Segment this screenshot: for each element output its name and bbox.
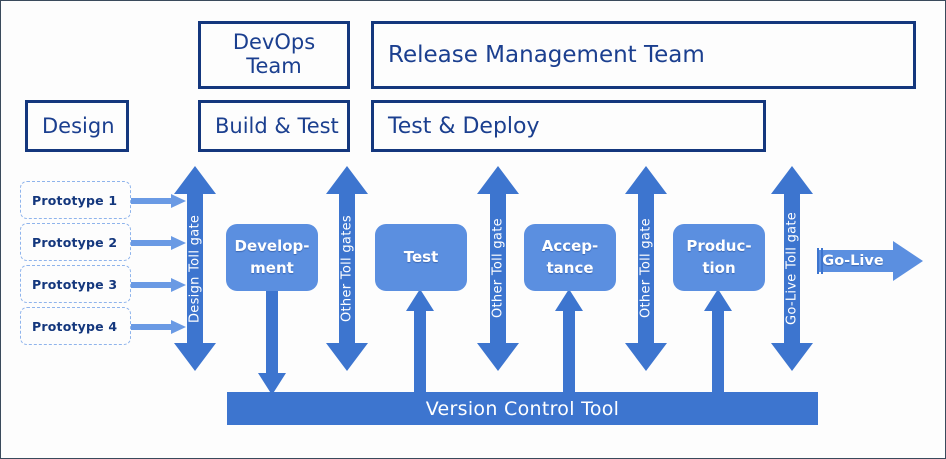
prototype-1-label: Prototype 1 (32, 192, 118, 208)
prototype-4-chip[interactable]: Prototype 4 (20, 307, 131, 345)
prototype-3-chip[interactable]: Prototype 3 (20, 265, 131, 303)
prototype-3-label: Prototype 3 (32, 276, 118, 292)
vcs-to-test-connector (406, 289, 434, 397)
stage-acceptance-label-line2: tance (546, 258, 594, 277)
feed-arrow-prototype-1 (131, 193, 186, 208)
build-and-test-phase-box: Build & Test (198, 100, 350, 152)
design-toll-gate-arrow: Design Toll gate (174, 166, 216, 371)
go-live-toll-gate-arrow: Go-Live Toll gate (771, 166, 813, 371)
design-phase-box: Design (25, 100, 129, 152)
go-live-arrow[interactable]: Go-Live (817, 241, 923, 281)
feed-arrow-prototype-3 (131, 277, 186, 292)
version-control-tool-label: Version Control Tool (425, 397, 620, 420)
prototype-4-label: Prototype 4 (32, 318, 118, 334)
other-toll-gates-arrow: Other Toll gates (326, 166, 368, 371)
other-toll-gate-2-arrow: Other Toll gate (477, 166, 519, 371)
devops-team-box: DevOps Team (198, 21, 350, 89)
other-toll-gate-3-arrow: Other Toll gate (625, 166, 667, 371)
stage-test-label-line1: Test (403, 247, 439, 266)
stage-acceptance-box[interactable]: Accep- tance (524, 224, 616, 291)
stage-production-label-line1: Produc- (686, 236, 752, 255)
test-and-deploy-phase-box: Test & Deploy (371, 100, 766, 152)
vcs-to-production-connector (704, 289, 732, 397)
vcs-to-acceptance-connector (555, 289, 583, 397)
prototype-2-chip[interactable]: Prototype 2 (20, 223, 131, 261)
prototype-1-chip[interactable]: Prototype 1 (20, 181, 131, 219)
prototype-2-label: Prototype 2 (32, 234, 118, 250)
stage-development-label-line1: Develop- (234, 236, 310, 255)
feed-arrow-prototype-4 (131, 319, 186, 334)
test-and-deploy-phase-label: Test & Deploy (388, 113, 540, 139)
stage-acceptance-label-line1: Accep- (541, 236, 599, 255)
devops-team-label-line2: Team (246, 54, 302, 78)
development-to-vcs-connector (258, 273, 286, 395)
build-and-test-phase-label: Build & Test (215, 114, 339, 138)
feed-arrow-prototype-2 (131, 235, 186, 250)
stage-development-box[interactable]: Develop- ment (226, 224, 318, 291)
stage-production-box[interactable]: Produc- tion (673, 224, 765, 291)
stage-production-label-line2: tion (702, 258, 736, 277)
release-management-team-label: Release Management Team (388, 42, 705, 68)
design-phase-label: Design (42, 114, 115, 138)
version-control-tool-bar[interactable]: Version Control Tool (227, 392, 818, 425)
stage-test-box[interactable]: Test (375, 224, 467, 291)
release-management-team-box: Release Management Team (371, 21, 916, 89)
devops-team-label-line1: DevOps (232, 30, 316, 55)
stage-development-label-line2: ment (250, 258, 294, 277)
